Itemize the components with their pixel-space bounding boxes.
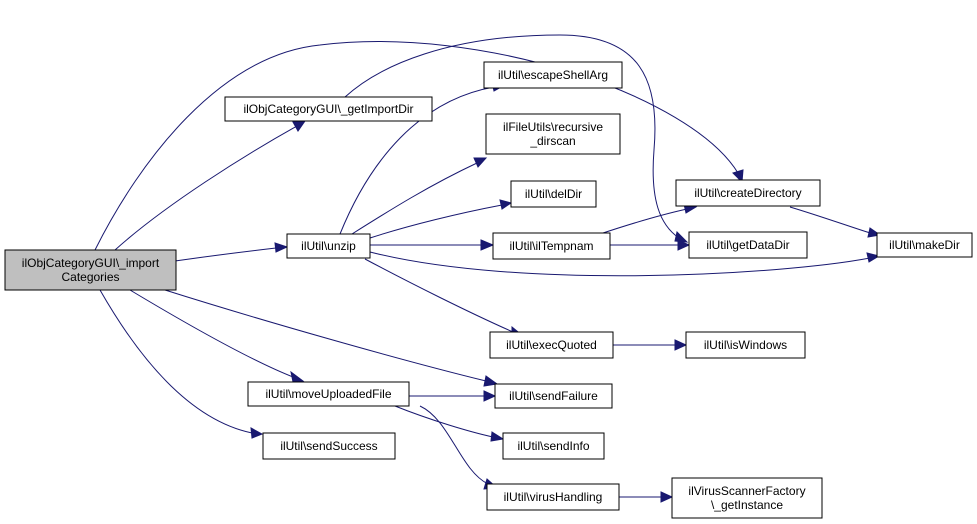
node-virus-scanner-get-instance-line-0: ilVirusScannerFactory <box>688 484 805 498</box>
edge-moveuploadedfile-to-sendinfo <box>394 405 505 442</box>
edge-root-to-unzip <box>174 242 289 262</box>
node-get-import-dir[interactable]: ilObjCategoryGUI\_getImportDir <box>224 96 433 122</box>
edge-unzip-to-makedir <box>369 251 881 277</box>
edge-iltempnam-to-createdirectory <box>599 203 698 235</box>
node-send-failure[interactable]: ilUtil\sendFailure <box>494 383 613 409</box>
node-virus-scanner-get-instance[interactable]: ilVirusScannerFactory \_getInstance <box>671 477 823 519</box>
node-create-directory-line-0: ilUtil\createDirectory <box>694 186 801 200</box>
node-virus-scanner-get-instance-line-1: \_getInstance <box>711 498 783 512</box>
edges <box>94 34 882 503</box>
node-send-success-line-0: ilUtil\sendSuccess <box>280 439 377 453</box>
edge-root-to-getimportdir <box>114 120 307 251</box>
node-move-uploaded-file-line-0: ilUtil\moveUploadedFile <box>265 387 391 401</box>
node-is-windows[interactable]: ilUtil\isWindows <box>685 331 806 359</box>
edge-root-to-sendsuccess <box>99 289 264 439</box>
node-get-data-dir[interactable]: ilUtil\getDataDir <box>688 231 808 259</box>
node-recursive-dirscan-line-0: ilFileUtils\recursive <box>503 120 603 134</box>
edge-execquoted-to-iswindows <box>613 339 688 351</box>
node-send-info[interactable]: ilUtil\sendInfo <box>502 432 605 460</box>
node-recursive-dirscan[interactable]: ilFileUtils\recursive _dirscan <box>485 113 621 155</box>
edge-moveuploadedfile-to-virushandling <box>419 405 499 490</box>
node-is-windows-line-0: ilUtil\isWindows <box>704 338 787 352</box>
node-move-uploaded-file[interactable]: ilUtil\moveUploadedFile <box>247 381 410 407</box>
edge-virushandling-to-getinstance <box>619 491 674 503</box>
edge-moveuploadedfile-to-sendfailure <box>409 390 497 402</box>
edge-root-to-sendfailure <box>164 289 499 387</box>
node-il-tempnam[interactable]: ilUtil\ilTempnam <box>492 232 611 260</box>
node-make-dir[interactable]: ilUtil\makeDir <box>876 232 973 258</box>
node-exec-quoted[interactable]: ilUtil\execQuoted <box>489 331 614 359</box>
node-il-tempnam-line-0: ilUtil\ilTempnam <box>509 239 593 253</box>
node-escape-shell-arg-line-0: ilUtil\escapeShellArg <box>498 68 608 82</box>
edge-unzip-to-execquoted <box>364 258 525 337</box>
node-send-failure-line-0: ilUtil\sendFailure <box>509 389 598 403</box>
edge-root-to-createdirectory <box>94 41 744 251</box>
node-del-dir-line-0: ilUtil\delDir <box>525 187 582 201</box>
node-import-categories-line-0: ilObjCategoryGUI\_import <box>22 256 160 270</box>
edge-iltempnam-to-getdatadir <box>610 239 691 251</box>
edge-unzip-to-recursivedirscan <box>351 157 488 235</box>
node-unzip[interactable]: ilUtil\unzip <box>286 233 371 259</box>
node-virus-handling[interactable]: ilUtil\virusHandling <box>486 483 620 511</box>
node-import-categories-line-1: Categories <box>61 270 119 284</box>
edge-unzip-to-iltempnam <box>370 239 495 251</box>
edge-root-to-moveuploadedfile <box>129 289 305 383</box>
node-make-dir-line-0: ilUtil\makeDir <box>889 238 960 252</box>
node-send-info-line-0: ilUtil\sendInfo <box>517 439 589 453</box>
node-recursive-dirscan-line-1: _dirscan <box>529 134 575 148</box>
node-exec-quoted-line-0: ilUtil\execQuoted <box>506 338 597 352</box>
node-send-success[interactable]: ilUtil\sendSuccess <box>262 432 396 460</box>
edge-unzip-to-deldir <box>369 199 513 239</box>
nodes: ilObjCategoryGUI\_import Categories ilOb… <box>4 61 973 519</box>
node-get-import-dir-line-0: ilObjCategoryGUI\_getImportDir <box>243 102 413 116</box>
node-get-data-dir-line-0: ilUtil\getDataDir <box>706 238 789 252</box>
node-escape-shell-arg[interactable]: ilUtil\escapeShellArg <box>483 61 623 89</box>
node-virus-handling-line-0: ilUtil\virusHandling <box>504 490 603 504</box>
node-unzip-line-0: ilUtil\unzip <box>301 239 356 253</box>
node-del-dir[interactable]: ilUtil\delDir <box>510 180 597 208</box>
node-create-directory[interactable]: ilUtil\createDirectory <box>675 179 821 207</box>
node-import-categories[interactable]: ilObjCategoryGUI\_import Categories <box>4 249 177 291</box>
